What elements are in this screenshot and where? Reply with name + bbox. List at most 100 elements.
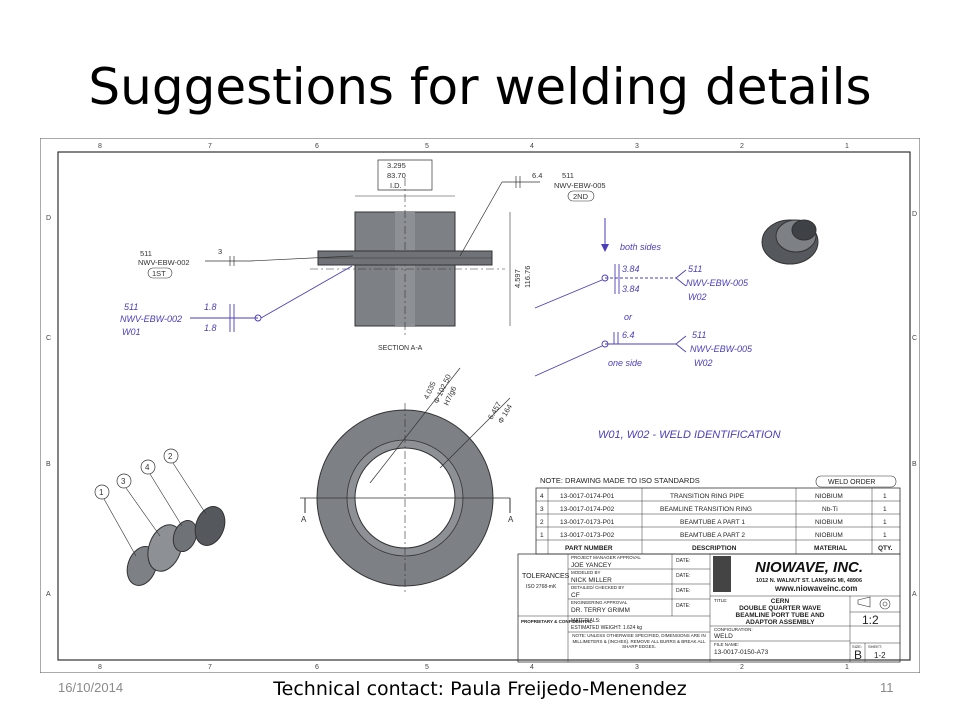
svg-text:4.597: 4.597 — [513, 269, 522, 288]
svg-text:1: 1 — [883, 532, 887, 539]
svg-text:QTY.: QTY. — [878, 545, 893, 552]
svg-text:1: 1 — [99, 488, 104, 497]
svg-text:DATE:: DATE: — [676, 603, 690, 609]
svg-text:7: 7 — [208, 664, 212, 671]
svg-text:DATE:: DATE: — [676, 573, 690, 579]
svg-text:TRANSITION RING PIPE: TRANSITION RING PIPE — [670, 493, 745, 500]
svg-text:C: C — [46, 335, 51, 342]
svg-text:13-0017-0174-P02: 13-0017-0174-P02 — [560, 506, 615, 513]
svg-text:JOE YANCEY: JOE YANCEY — [571, 562, 612, 569]
front-view: A A — [300, 367, 514, 593]
svg-text:C: C — [912, 335, 917, 342]
svg-text:1: 1 — [883, 506, 887, 513]
svg-text:A: A — [46, 591, 51, 598]
svg-text:I.D.: I.D. — [390, 181, 402, 190]
handwritten-weld-right: both sides 3.84 3.84 511 NWV-EBW-005 W02… — [534, 218, 781, 441]
svg-text:W02: W02 — [694, 358, 713, 368]
slide-title: Suggestions for welding details — [88, 58, 872, 116]
svg-text:7: 7 — [208, 143, 212, 150]
general-notes: NOTE: UNLESS OTHERWISE SPECIFIED, DIMENS… — [572, 633, 706, 649]
svg-text:one side: one side — [608, 358, 642, 368]
svg-text:B: B — [912, 461, 917, 468]
page-number: 11 — [880, 680, 894, 695]
iso-standard: ISO 2768-mK — [526, 584, 557, 590]
svg-text:8: 8 — [98, 664, 102, 671]
exploded-view — [126, 506, 226, 586]
svg-text:511: 511 — [124, 302, 138, 312]
svg-text:13-0017-0173-P01: 13-0017-0173-P01 — [560, 519, 615, 526]
svg-text:6.4: 6.4 — [622, 330, 635, 340]
company-website: www.niowaveinc.com — [774, 584, 857, 593]
height-dimension: 4.597 116.76 — [509, 212, 532, 326]
svg-text:NWV-EBW-005: NWV-EBW-005 — [554, 181, 606, 190]
svg-text:MATERIAL: MATERIAL — [814, 545, 847, 552]
svg-text:4: 4 — [530, 664, 534, 671]
id-dimension: 3.295 83.70 I.D. — [355, 159, 455, 197]
svg-text:3.295: 3.295 — [387, 161, 406, 170]
svg-text:DETAILED/ CHECKED BY: DETAILED/ CHECKED BY — [571, 585, 624, 590]
svg-text:DOUBLE QUARTER WAVE: DOUBLE QUARTER WAVE — [739, 605, 822, 612]
weld-order-label: WELD ORDER — [828, 479, 875, 486]
svg-text:2: 2 — [540, 519, 544, 526]
svg-text:DR. TERRY GRIMM: DR. TERRY GRIMM — [571, 607, 630, 614]
section-a-a-view: SECTION A-A — [310, 178, 505, 352]
svg-text:13-0017-0173-P02: 13-0017-0173-P02 — [560, 532, 615, 539]
weld-symbol-top: 6.4 511 NWV-EBW-005 2ND — [459, 171, 606, 257]
file-name-label: FILE NAME: — [714, 642, 739, 647]
svg-text:BEAMTUBE A PART 1: BEAMTUBE A PART 1 — [680, 519, 745, 526]
svg-text:A: A — [301, 515, 307, 524]
svg-text:1: 1 — [883, 493, 887, 500]
tolerances-label: TOLERANCES — [522, 573, 570, 580]
parts-row: 1 13-0017-0173-P02 BEAMTUBE A PART 2 NIO… — [540, 532, 887, 539]
svg-text:NIOBIUM: NIOBIUM — [815, 493, 843, 500]
flange-dimensions: 4.035 Φ 102.50 H7/g6 6.457 Φ 164 — [422, 373, 514, 425]
file-name-value: 13-0017-0150-A73 — [714, 649, 769, 656]
iso-assembly-view — [761, 219, 819, 265]
svg-text:3: 3 — [540, 506, 544, 513]
svg-text:NIOBIUM: NIOBIUM — [815, 519, 843, 526]
svg-text:NIOBIUM: NIOBIUM — [815, 532, 843, 539]
configuration-value: WELD — [714, 633, 733, 640]
svg-text:DATE:: DATE: — [676, 588, 690, 594]
parts-row: 3 13-0017-0174-P02 BEAMLINE TRANSITION R… — [540, 506, 887, 513]
footer-date: 16/10/2014 — [58, 680, 124, 695]
svg-text:both sides: both sides — [620, 242, 662, 252]
svg-text:1: 1 — [845, 143, 849, 150]
svg-text:D: D — [46, 215, 51, 222]
svg-text:511: 511 — [688, 264, 702, 274]
svg-text:511: 511 — [692, 330, 706, 340]
approval-row: MODELED BY NICK MILLER DATE: — [571, 570, 690, 584]
svg-text:PART NUMBER: PART NUMBER — [565, 545, 613, 552]
svg-text:Nb-Ti: Nb-Ti — [822, 506, 838, 513]
svg-text:MODELED BY: MODELED BY — [571, 570, 601, 575]
sheet-value: 1-2 — [874, 651, 886, 660]
parts-header: PART NUMBER DESCRIPTION MATERIAL QTY. — [565, 545, 893, 552]
svg-text:511: 511 — [562, 171, 574, 180]
svg-text:BEAMLINE TRANSITION RING: BEAMLINE TRANSITION RING — [660, 506, 752, 513]
svg-text:2ND: 2ND — [573, 192, 589, 201]
svg-text:1.8: 1.8 — [204, 323, 217, 333]
drawing-title: CERN DOUBLE QUARTER WAVE BEAMLINE PORT T… — [736, 598, 825, 626]
configuration-label: CONFIGURATION: — [714, 627, 753, 632]
size-label: SIZE: — [852, 644, 862, 649]
svg-text:6: 6 — [315, 143, 319, 150]
section-label: SECTION A-A — [378, 345, 423, 352]
svg-text:1: 1 — [540, 532, 544, 539]
svg-text:NWV-EBW-002: NWV-EBW-002 — [138, 258, 190, 267]
footer-contact: Technical contact: Paula Freijedo-Menend… — [273, 678, 687, 700]
materials-label: MATERIALS: — [571, 618, 600, 624]
svg-text:1: 1 — [883, 519, 887, 526]
svg-text:D: D — [912, 211, 917, 218]
handwritten-weld-left: 511 NWV-EBW-002 W01 1.8 1.8 — [120, 265, 353, 337]
svg-text:DATE:: DATE: — [676, 558, 690, 564]
svg-text:6: 6 — [315, 664, 319, 671]
balloon-callouts: 1 3 4 2 — [94, 448, 207, 557]
svg-text:1.8: 1.8 — [204, 302, 217, 312]
svg-text:83.70: 83.70 — [387, 171, 406, 180]
svg-text:or: or — [624, 312, 633, 322]
svg-text:3: 3 — [218, 247, 222, 256]
border-bottom-numbers: 8 7 6 5 4 3 2 1 — [98, 664, 849, 671]
svg-text:A: A — [912, 591, 917, 598]
svg-text:A: A — [508, 515, 514, 524]
svg-text:3.84: 3.84 — [622, 284, 640, 294]
